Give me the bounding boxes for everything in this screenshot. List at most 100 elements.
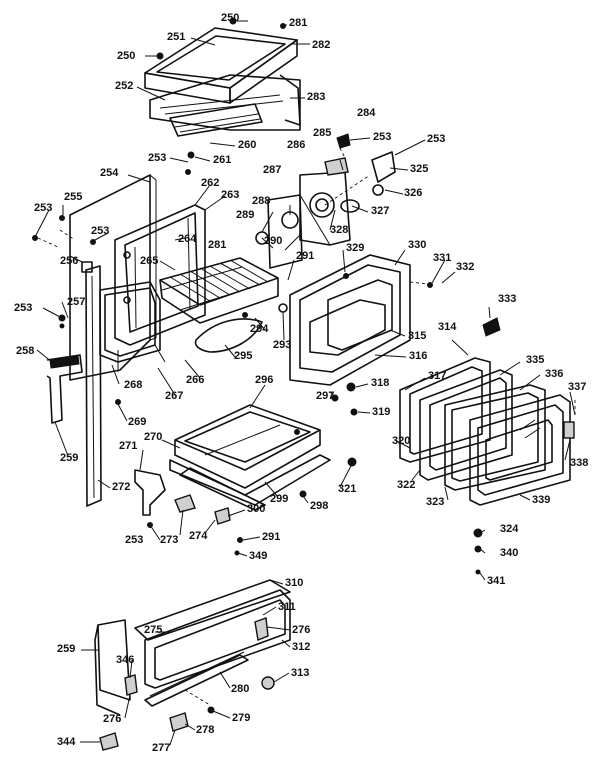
part-number-label: 319 xyxy=(372,406,391,418)
bracket-parts xyxy=(115,399,243,556)
part-number-label: 274 xyxy=(189,530,208,542)
part-number-label: 311 xyxy=(278,601,296,613)
part-number-label: 270 xyxy=(144,431,163,443)
part-number-label: 290 xyxy=(264,235,283,247)
part-number-label: 253 xyxy=(91,225,110,237)
part-number-label: 346 xyxy=(116,654,135,666)
part-number-label: 338 xyxy=(570,457,589,469)
part-number-label: 349 xyxy=(249,550,268,562)
part-number-label: 331 xyxy=(433,252,452,264)
drawer-part xyxy=(169,404,331,511)
part-number-label: 337 xyxy=(568,381,587,393)
part-number-label: 279 xyxy=(232,712,251,724)
part-number-label: 250 xyxy=(117,50,136,62)
part-number-label: 278 xyxy=(196,724,215,736)
part-number-label: 325 xyxy=(410,163,429,175)
part-number-label: 253 xyxy=(373,131,392,143)
part-number-label: 286 xyxy=(287,139,306,151)
part-number-label: 297 xyxy=(316,390,335,402)
part-number-label: 321 xyxy=(338,483,357,495)
part-number-label: 257 xyxy=(67,296,86,308)
part-number-label: 266 xyxy=(186,374,205,386)
part-number-label: 283 xyxy=(307,91,326,103)
part-number-label: 315 xyxy=(408,330,427,342)
part-number-label: 333 xyxy=(498,293,517,305)
part-number-label: 335 xyxy=(526,354,545,366)
part-number-label: 318 xyxy=(371,377,390,389)
part-number-label: 324 xyxy=(500,523,519,535)
part-number-label: 282 xyxy=(312,39,331,51)
part-number-label: 250 xyxy=(221,12,240,24)
part-number-label: 262 xyxy=(201,177,220,189)
part-number-label: 260 xyxy=(238,139,257,151)
part-number-label: 253 xyxy=(14,302,33,314)
part-number-label: 293 xyxy=(273,339,292,351)
part-number-label: 264 xyxy=(178,233,197,245)
part-number-label: 251 xyxy=(167,31,186,43)
part-number-label: 255 xyxy=(64,191,83,203)
part-number-label: 256 xyxy=(60,255,79,267)
part-number-label: 310 xyxy=(285,577,304,589)
part-number-label: 253 xyxy=(34,202,53,214)
part-number-label: 339 xyxy=(532,494,551,506)
part-number-label: 299 xyxy=(270,493,289,505)
part-number-label: 284 xyxy=(357,107,376,119)
part-number-label: 326 xyxy=(404,187,423,199)
part-number-label: 281 xyxy=(289,17,308,29)
part-number-label: 277 xyxy=(152,742,171,754)
part-number-label: 316 xyxy=(409,350,428,362)
door-glass-assembly xyxy=(331,317,576,575)
part-number-label: 317 xyxy=(428,370,447,382)
part-number-label: 314 xyxy=(438,321,457,333)
part-number-label: 273 xyxy=(160,534,179,546)
part-number-label: 323 xyxy=(426,496,445,508)
part-number-label: 253 xyxy=(148,152,167,164)
part-number-label: 280 xyxy=(231,683,250,695)
control-panel-part xyxy=(255,133,396,269)
part-number-label: 268 xyxy=(124,379,143,391)
part-number-label: 327 xyxy=(371,205,390,217)
part-number-label: 294 xyxy=(250,323,269,335)
part-number-label: 265 xyxy=(140,255,159,267)
part-number-label: 252 xyxy=(115,80,134,92)
part-number-label: 271 xyxy=(119,440,138,452)
part-number-label: 295 xyxy=(234,350,253,362)
part-number-label: 253 xyxy=(125,534,144,546)
part-number-label: 300 xyxy=(247,503,266,515)
part-number-label: 330 xyxy=(408,239,427,251)
part-number-label: 259 xyxy=(57,643,76,655)
part-number-label: 313 xyxy=(291,667,310,679)
part-number-label: 288 xyxy=(252,195,271,207)
part-number-label: 320 xyxy=(392,435,411,447)
part-number-label: 275 xyxy=(144,624,163,636)
inner-door-panel xyxy=(99,281,166,372)
part-number-label: 329 xyxy=(346,242,365,254)
oven-side-panel xyxy=(32,174,157,507)
part-number-label: 276 xyxy=(292,624,311,636)
part-number-label: 281 xyxy=(208,239,227,251)
part-number-label: 322 xyxy=(397,479,416,491)
part-number-label: 259 xyxy=(60,452,79,464)
oven-frame-part xyxy=(114,204,206,346)
part-number-label: 289 xyxy=(236,209,255,221)
part-number-label: 291 xyxy=(296,250,315,262)
oven-door-panel xyxy=(289,254,433,386)
part-number-label: 276 xyxy=(103,713,122,725)
part-number-label: 261 xyxy=(213,154,232,166)
part-number-label: 340 xyxy=(500,547,519,559)
part-number-label: 285 xyxy=(313,127,332,139)
part-number-label: 344 xyxy=(57,736,76,748)
part-number-label: 267 xyxy=(165,390,184,402)
part-number-label: 341 xyxy=(487,575,506,587)
part-number-label: 312 xyxy=(292,641,311,653)
part-number-label: 269 xyxy=(128,416,147,428)
part-number-label: 254 xyxy=(100,167,119,179)
leader-lines xyxy=(34,20,576,746)
part-number-label: 328 xyxy=(330,224,349,236)
part-number-label: 263 xyxy=(221,189,240,201)
part-number-label: 272 xyxy=(112,481,131,493)
part-number-label: 336 xyxy=(545,368,564,380)
part-number-label: 253 xyxy=(427,133,446,145)
vent-hood-part xyxy=(144,17,301,175)
